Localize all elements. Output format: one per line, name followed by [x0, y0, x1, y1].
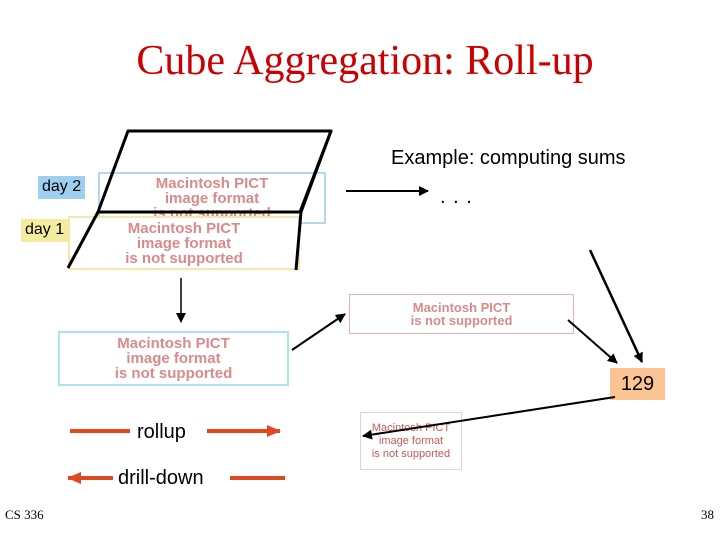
rollup-2d-image: Macintosh PICT is not supported — [349, 294, 574, 334]
rollup-1d-image: Macintosh PICT image format is not suppo… — [58, 331, 289, 386]
2d-to-result-arrow — [567, 319, 618, 364]
day1-label: day 1 — [21, 219, 69, 242]
pict-text-line2: image format — [126, 350, 221, 367]
pict-text-line3: is not supported — [114, 365, 233, 382]
pict-text-line1: Macintosh PICT — [117, 335, 230, 352]
day1-cube-face-image: Macintosh PICT image format is not suppo… — [68, 216, 300, 270]
pict-text-line2: image format — [136, 234, 232, 252]
sum-to-result-arrow — [588, 249, 644, 363]
rollup-legend-label: rollup — [137, 421, 186, 443]
footer-page-number: 38 — [701, 507, 714, 522]
rollup-1d-to-2d-arrow — [291, 313, 346, 351]
cube-outline — [66, 129, 333, 271]
pict-text-line1: Macintosh PICT — [412, 300, 511, 315]
footer-course: CS 336 — [5, 507, 44, 522]
rollup-column-image: Macintosh PICT image format is not suppo… — [360, 412, 462, 470]
ellipsis-text: . . . — [440, 186, 473, 208]
pict-text-line2: image format — [378, 434, 444, 447]
drilldown-legend-label: drill-down — [118, 467, 204, 489]
pict-text-line1: Macintosh PICT — [371, 421, 451, 434]
pict-text-line1: Macintosh PICT — [127, 219, 241, 237]
cube-right-edge — [298, 130, 333, 213]
pict-text-line3: is not supported — [125, 249, 243, 267]
example-caption: Example: computing sums — [391, 147, 626, 169]
pict-text-line2: image format — [164, 189, 260, 207]
pict-text-line2: is not supported — [410, 313, 513, 328]
pict-text-line1: Macintosh PICT — [155, 174, 269, 192]
cube-front-right-edge — [294, 211, 303, 271]
day2-label: day 2 — [38, 176, 86, 199]
result-to-column-arrow — [362, 396, 616, 440]
pict-text-line3: is not supported — [371, 447, 451, 460]
page-title: Cube Aggregation: Roll-up — [136, 38, 594, 84]
cube-top-face — [96, 129, 333, 214]
cube-left-edge — [66, 211, 100, 269]
result-sum-badge: 129 — [610, 368, 665, 400]
